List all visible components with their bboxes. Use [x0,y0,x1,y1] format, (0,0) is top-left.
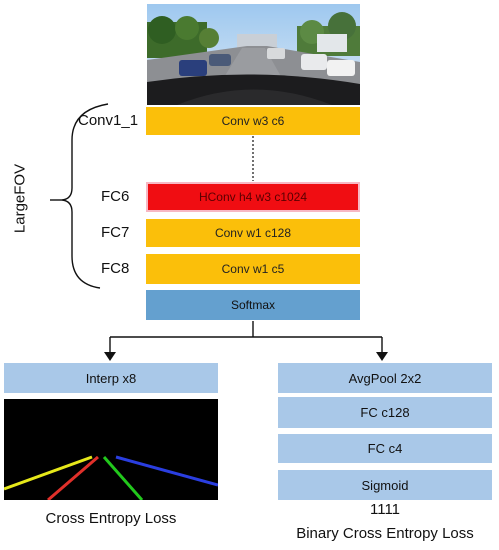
fc8-label: FC8 [101,260,130,277]
sigmoid-layer: Sigmoid [278,470,492,500]
cross-entropy-loss-caption: Cross Entropy Loss [45,510,177,527]
fc7-label: FC7 [101,224,130,241]
lane-lines [4,455,218,500]
conv1-layer: Conv w3 c6 [146,107,360,135]
fc6-hconv-layer: HConv h4 w3 c1024 [146,182,360,212]
interp-layer: Interp x8 [4,363,218,393]
lane-segmentation-output [4,399,218,500]
right-arrow-head [376,352,388,361]
lane-blue [115,455,218,487]
conv1-label: Conv1_1 [78,112,139,129]
road-photo [147,4,360,105]
fc7-layer: Conv w1 c128 [146,219,360,247]
lane-red [47,455,99,500]
lane-existence-code: 1111 [369,501,401,518]
fc128-layer: FC c128 [278,397,492,428]
fc8-layer: Conv w1 c5 [146,254,360,284]
fc6-label: FC6 [101,188,130,205]
binary-cross-entropy-loss-caption: Binary Cross Entropy Loss [296,525,474,542]
lane-yellow [4,455,93,491]
avgpool-layer: AvgPool 2x2 [278,363,492,393]
left-arrow-head [104,352,116,361]
softmax-layer: Softmax [146,290,360,320]
fc4-layer: FC c4 [278,434,492,463]
road-photo-drawing [147,4,360,105]
largefov-brace [61,103,109,289]
lane-green [102,456,144,500]
